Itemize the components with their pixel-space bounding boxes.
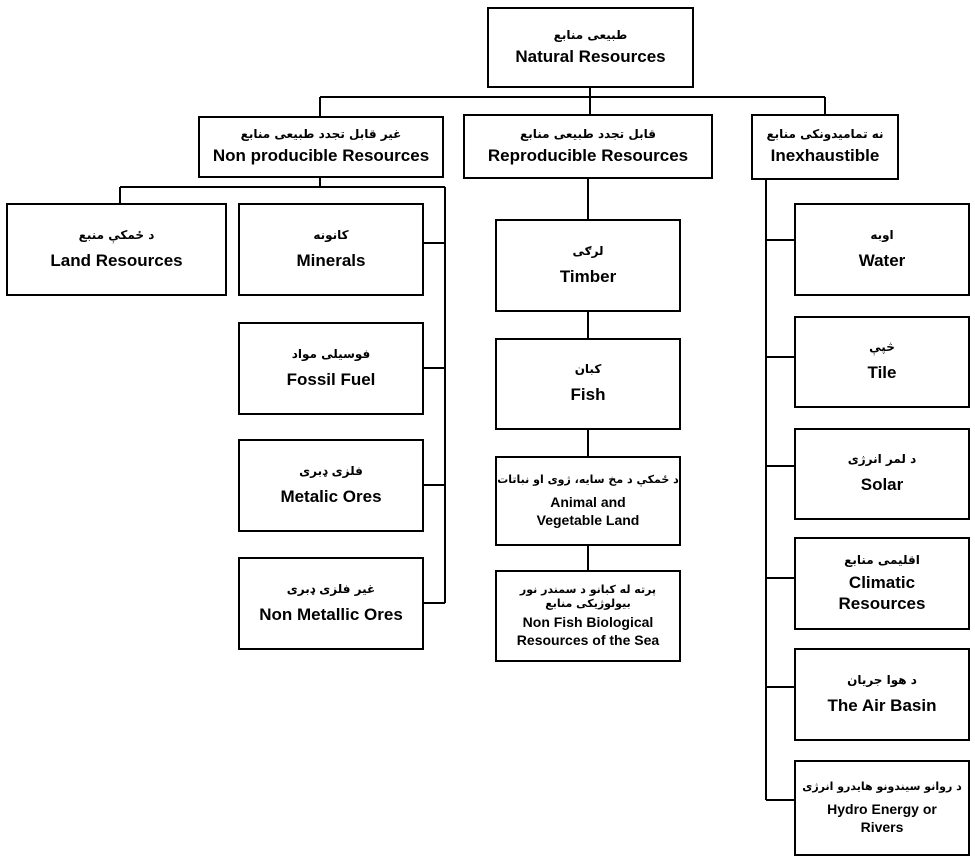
item-label-english: Animal and Vegetable Land xyxy=(536,494,640,528)
item-box-air-basin: د هوا جریان The Air Basin xyxy=(794,648,970,741)
item-label-pashto: د روانو سیندونو هایدرو انرژی xyxy=(802,779,962,793)
item-box-metalic-ores: فلزی ډبری Metalic Ores xyxy=(238,439,424,532)
item-label-pashto: پرته له کبانو د سمندر نور بیولوژیکی مناب… xyxy=(519,582,657,610)
item-label-english: Fish xyxy=(570,385,606,405)
item-label-english: Hydro Energy or Rivers xyxy=(827,801,937,835)
item-label-english: Land Resources xyxy=(50,250,183,270)
item-box-solar: د لمر انرژی Solar xyxy=(794,428,970,520)
item-label-pashto: فلزی ډبری xyxy=(299,463,363,478)
item-label-english: Minerals xyxy=(296,250,366,270)
item-box-water: اوبه Water xyxy=(794,203,970,296)
item-label-english: Tile xyxy=(867,363,897,383)
item-box-climatic-resources: اقلیمی منابع Climatic Resources xyxy=(794,537,970,630)
item-label-pashto: کبان xyxy=(574,362,602,377)
item-box-animal-vegetable-land: د ځمکې د مخ سایه، ژوی او نباتات Animal a… xyxy=(495,456,681,546)
item-box-fish: کبان Fish xyxy=(495,338,681,430)
item-label-english: Timber xyxy=(559,266,617,286)
item-label-english: Non Fish Biological Resources of the Sea xyxy=(516,614,660,648)
item-label-pashto: د لمر انرژی xyxy=(847,452,917,467)
item-box-timber: لرګی Timber xyxy=(495,219,681,312)
item-label-english: Non Metallic Ores xyxy=(259,604,403,624)
item-label-pashto: د هوا جریان xyxy=(847,672,917,687)
item-label-pashto: اوبه xyxy=(870,227,894,242)
item-label-pashto: غیر فلزی ډبری xyxy=(286,581,376,596)
category-label-english: Non producible Resources xyxy=(212,146,430,166)
root-box-natural-resources: طبیعی منابع Natural Resources xyxy=(487,7,694,88)
item-label-pashto: فوسیلی مواد xyxy=(291,346,371,361)
item-label-english: Climatic Resources xyxy=(838,572,926,613)
item-box-non-fish-biological: پرته له کبانو د سمندر نور بیولوژیکی مناب… xyxy=(495,570,681,662)
root-label-pashto: طبیعی منابع xyxy=(553,27,628,42)
root-label-english: Natural Resources xyxy=(515,46,666,66)
item-label-english: Solar xyxy=(860,475,904,495)
item-label-pashto: اقلیمی منابع xyxy=(844,552,920,567)
item-label-english: Water xyxy=(858,250,906,270)
item-label-english: Fossil Fuel xyxy=(286,369,376,389)
item-label-pashto: لرګی xyxy=(572,243,604,258)
category-box-non-producible: غیر قابل تجدد طبیعی منابع Non producible… xyxy=(198,116,444,178)
category-label-pashto: قابل تجدد طبیعی منابع xyxy=(520,126,656,141)
item-label-pashto: د ځمکې منبع xyxy=(78,227,155,242)
category-label-pashto: غیر قابل تجدد طبیعی منابع xyxy=(240,127,402,142)
category-label-english: Reproducible Resources xyxy=(487,145,689,165)
category-label-pashto: نه تمامیدونکی منابع xyxy=(766,127,884,142)
item-label-english: The Air Basin xyxy=(827,695,937,715)
item-box-tile: څپې Tile xyxy=(794,316,970,408)
category-box-reproducible: قابل تجدد طبیعی منابع Reproducible Resou… xyxy=(463,114,713,179)
item-box-land-resources: د ځمکې منبع Land Resources xyxy=(6,203,227,296)
item-box-minerals: کانونه Minerals xyxy=(238,203,424,296)
item-label-english: Metalic Ores xyxy=(280,486,382,506)
item-label-pashto: څپې xyxy=(869,340,895,355)
category-label-english: Inexhaustible xyxy=(770,146,880,166)
category-box-inexhaustible: نه تمامیدونکی منابع Inexhaustible xyxy=(751,114,899,180)
item-label-pashto: کانونه xyxy=(313,227,349,242)
item-box-fossil-fuel: فوسیلی مواد Fossil Fuel xyxy=(238,322,424,415)
item-box-non-metallic-ores: غیر فلزی ډبری Non Metallic Ores xyxy=(238,557,424,650)
item-box-hydro-energy: د روانو سیندونو هایدرو انرژی Hydro Energ… xyxy=(794,760,970,856)
item-label-pashto: د ځمکې د مخ سایه، ژوی او نباتات xyxy=(497,472,679,486)
